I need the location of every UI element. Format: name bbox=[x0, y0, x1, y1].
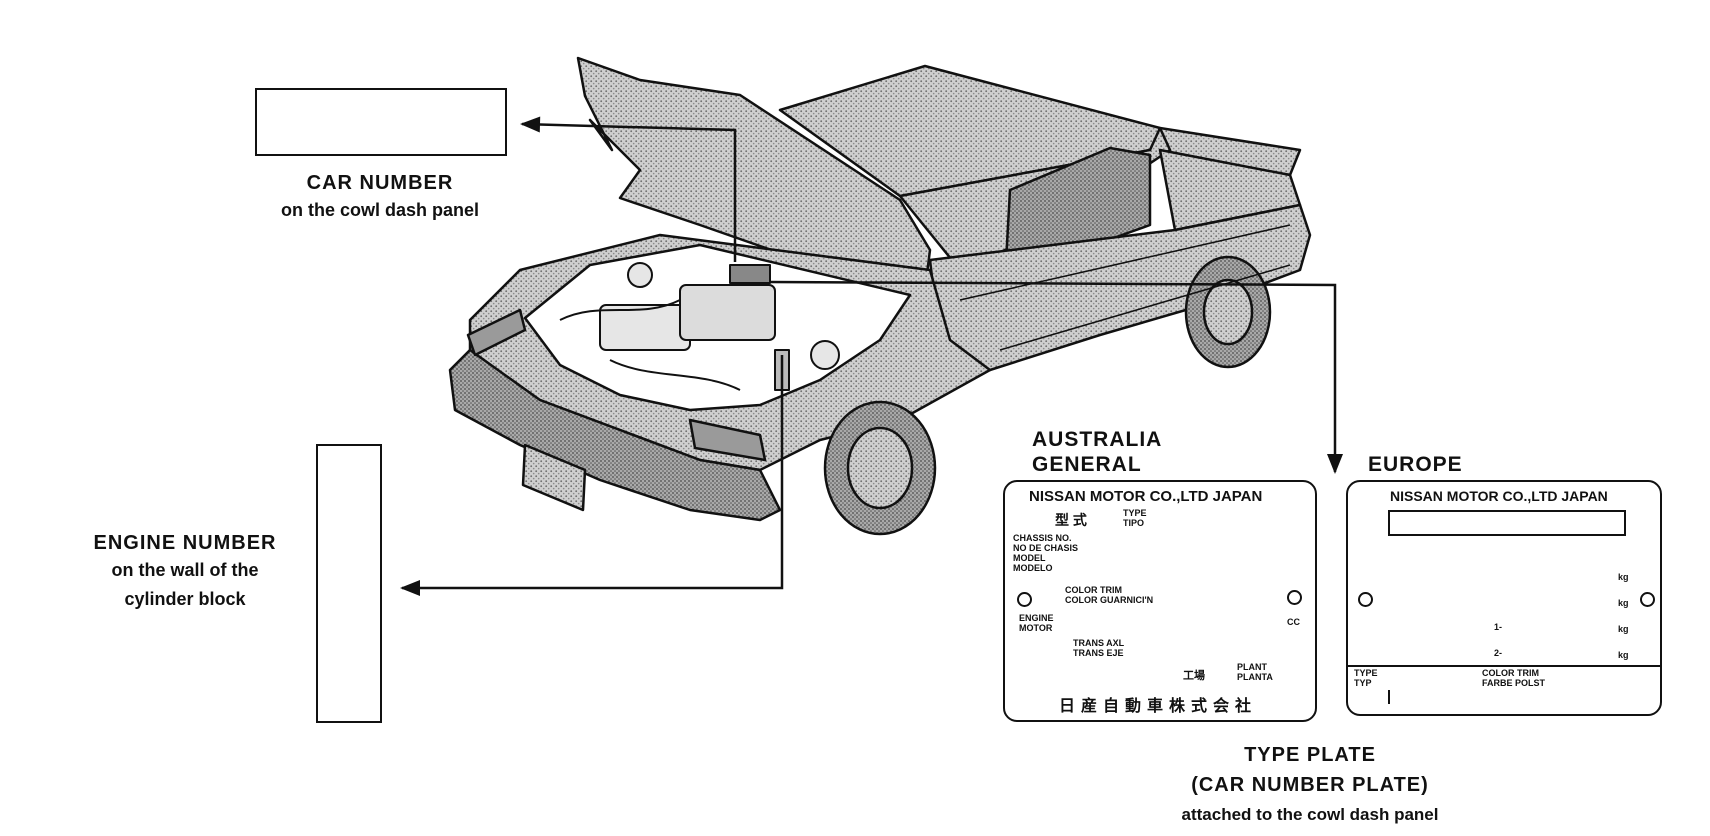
australia-plate-cc: CC bbox=[1287, 617, 1300, 627]
headlight-left bbox=[466, 308, 527, 357]
australia-plate-plant-kanji: 工場 bbox=[1183, 670, 1205, 682]
type-plate-note: attached to the cowl dash panel bbox=[1181, 805, 1439, 824]
headlight-right bbox=[688, 418, 767, 462]
australia-plate-plant: PLANT PLANTA bbox=[1237, 662, 1273, 682]
australia-plate-trans: TRANS AXL TRANS EJE bbox=[1073, 638, 1125, 658]
europe-plate-divider bbox=[1348, 665, 1660, 667]
engine-number-line2: cylinder block bbox=[124, 589, 246, 609]
australia-plate-type-tipo: TYPE TIPO bbox=[1123, 508, 1147, 528]
australia-plate-chassis-0: CHASSIS NO. bbox=[1013, 533, 1072, 543]
australia-plate-engine-motor: ENGINE MOTOR bbox=[1019, 613, 1054, 633]
europe-plate-color-trim: COLOR TRIM FARBE POLST bbox=[1482, 668, 1546, 688]
engine-number-leader bbox=[400, 355, 784, 596]
australia-plate-chassis-3: MODELO bbox=[1013, 563, 1053, 573]
australia-plate-footer-kanji: 日産自動車株式会社 bbox=[1059, 698, 1258, 715]
car-number-title: CAR NUMBER bbox=[306, 172, 454, 194]
europe-plate-axle-2: 2- bbox=[1494, 648, 1503, 658]
engine-number-box bbox=[316, 444, 382, 723]
type-plate-label: TYPE PLATE (CAR NUMBER PLATE) attached t… bbox=[1140, 740, 1480, 830]
australia-plate-hole-left bbox=[1017, 592, 1032, 607]
europe-plate-header: NISSAN MOTOR CO.,LTD JAPAN bbox=[1390, 488, 1608, 504]
europe-plate-tick bbox=[1388, 690, 1390, 704]
engine-parts bbox=[559, 262, 840, 391]
australia-plate-color-trim: COLOR TRIM bbox=[1065, 585, 1122, 595]
australia-region-line1: AUSTRALIA bbox=[1032, 428, 1163, 451]
australia-type-plate: NISSAN MOTOR CO.,LTD JAPAN 型 式 TYPE TIPO… bbox=[1003, 480, 1317, 722]
type-plate-title: TYPE PLATE bbox=[1244, 744, 1376, 766]
australia-plate-chassis-1: NO DE CHASIS bbox=[1013, 543, 1079, 553]
engine-number-line1: on the wall of the bbox=[111, 560, 259, 580]
europe-plate-kg-3: kg bbox=[1618, 624, 1629, 634]
car-number-box bbox=[255, 88, 507, 156]
car-bumper bbox=[448, 348, 782, 522]
europe-type-plate: NISSAN MOTOR CO.,LTD JAPAN kg kg kg kg 1… bbox=[1346, 480, 1662, 716]
car-illustration bbox=[448, 56, 1312, 536]
europe-plate-axle-1: 1- bbox=[1494, 622, 1503, 632]
type-plate-subtitle: (CAR NUMBER PLATE) bbox=[1191, 774, 1429, 796]
australia-plate-kanji-type: 型 式 bbox=[1055, 512, 1087, 528]
europe-region: EUROPE bbox=[1368, 453, 1463, 476]
leader-lines bbox=[400, 116, 1343, 596]
australia-plate-chassis-2: MODEL bbox=[1013, 553, 1046, 563]
license-plate bbox=[521, 443, 587, 512]
car-number-leader bbox=[520, 116, 737, 262]
engine-number-label: ENGINE NUMBER on the wall of the cylinde… bbox=[60, 532, 310, 612]
europe-plate-hole-right bbox=[1640, 592, 1655, 607]
car-hood-open bbox=[576, 56, 932, 292]
australia-region-line2: GENERAL bbox=[1032, 453, 1142, 476]
europe-plate-kg-4: kg bbox=[1618, 650, 1629, 660]
engine-number-title: ENGINE NUMBER bbox=[93, 532, 277, 554]
europe-plate-hole-left bbox=[1358, 592, 1373, 607]
car-number-label: CAR NUMBER on the cowl dash panel bbox=[230, 172, 530, 226]
type-plate-leader bbox=[769, 280, 1343, 474]
australia-plate-color-guarn: COLOR GUARNICI'N bbox=[1065, 595, 1154, 605]
australia-plate-hole-right bbox=[1287, 590, 1302, 605]
car-number-subtitle: on the cowl dash panel bbox=[280, 200, 480, 220]
europe-plate-kg-2: kg bbox=[1618, 598, 1629, 608]
europe-plate-number-field bbox=[1388, 510, 1626, 536]
europe-plate-kg-1: kg bbox=[1618, 572, 1629, 582]
europe-plate-type-typ: TYPE TYP bbox=[1354, 668, 1378, 688]
australia-plate-header: NISSAN MOTOR CO.,LTD JAPAN bbox=[1029, 488, 1263, 505]
